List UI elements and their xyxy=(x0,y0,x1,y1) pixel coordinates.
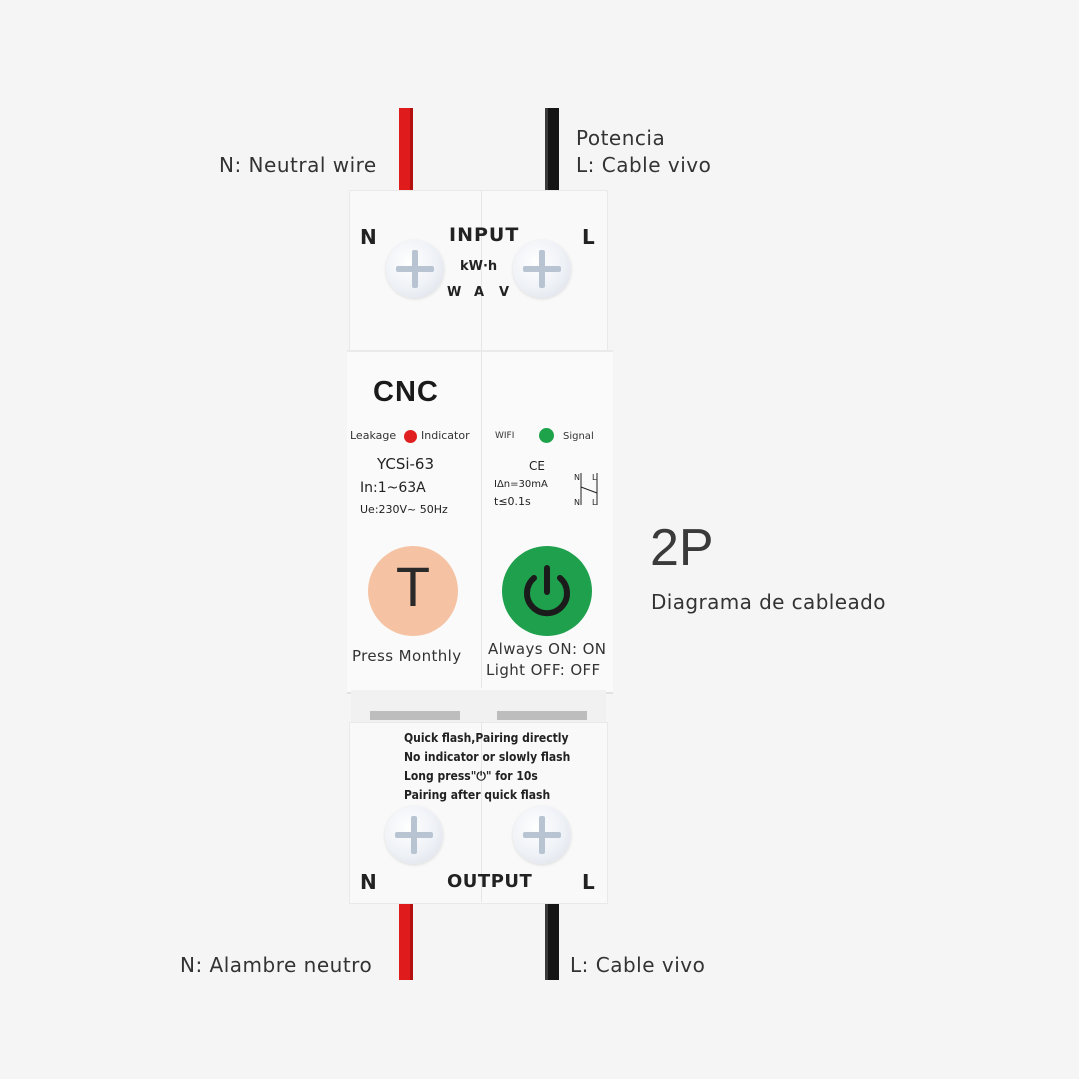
trip-time-label: t≤0.1s xyxy=(494,495,531,508)
center-seam-bottom xyxy=(481,722,482,902)
power-icon xyxy=(524,565,570,617)
input-neutral-label: N: Neutral wire xyxy=(219,153,377,177)
instruction-line-2: No indicator or slowly flash xyxy=(404,750,571,764)
svg-text:N: N xyxy=(574,498,580,507)
power-button-caption-line1: Always ON: ON xyxy=(488,640,607,658)
model-label: YCSi-63 xyxy=(377,455,435,473)
input-live-wire xyxy=(545,108,559,196)
input-live-terminal-letter: L xyxy=(582,225,595,249)
output-live-wire xyxy=(545,900,559,980)
diagram-subtitle: Diagrama de cableado xyxy=(651,590,886,614)
input-neutral-screw-icon xyxy=(386,240,444,298)
test-button[interactable]: T xyxy=(368,546,458,636)
unit-symbol-w: W xyxy=(447,285,462,300)
wifi-label: WIFI xyxy=(495,431,515,441)
test-button-symbol: T xyxy=(395,555,431,618)
energy-unit-label: kW·h xyxy=(460,259,498,274)
svg-text:L: L xyxy=(592,498,597,507)
ce-mark: CE xyxy=(529,459,545,473)
device-front-panel xyxy=(347,350,613,694)
diagram-title: 2P xyxy=(650,519,714,577)
output-neutral-screw-icon xyxy=(385,806,443,864)
input-neutral-wire xyxy=(399,108,413,196)
input-neutral-terminal-letter: N xyxy=(360,225,377,249)
input-live-label-line1: Potencia xyxy=(576,126,666,150)
test-button-caption: Press Monthly xyxy=(352,647,462,665)
output-neutral-wire xyxy=(399,900,413,980)
output-terminal-block xyxy=(349,722,608,904)
input-live-label-line2: L: Cable vivo xyxy=(576,153,712,177)
output-live-terminal-letter: L xyxy=(582,870,595,894)
brand-logo: CNC xyxy=(373,376,439,408)
wifi-indicator-light xyxy=(539,428,554,443)
leakage-indicator-light xyxy=(404,430,417,443)
left-slot xyxy=(370,711,460,720)
svg-text:N: N xyxy=(574,473,580,482)
signal-label: Signal xyxy=(563,431,594,442)
output-neutral-terminal-letter: N xyxy=(360,870,377,894)
instruction-line-4: Pairing after quick flash xyxy=(404,788,551,802)
unit-symbol-v: V xyxy=(499,285,510,300)
input-live-screw-icon xyxy=(513,240,571,298)
leakage-label-right: Indicator xyxy=(421,429,470,442)
wiring-schematic-icon: N L N L xyxy=(572,470,602,508)
svg-text:L: L xyxy=(592,473,597,482)
output-live-label: L: Cable vivo xyxy=(570,953,706,977)
power-button-caption-line2: Light OFF: OFF xyxy=(486,661,601,679)
unit-symbol-a: A xyxy=(474,285,485,300)
instruction-line-1: Quick flash,Pairing directly xyxy=(404,731,569,745)
output-live-screw-icon xyxy=(513,806,571,864)
output-neutral-label: N: Alambre neutro xyxy=(180,953,373,977)
right-slot xyxy=(497,711,587,720)
center-seam-face xyxy=(481,352,482,688)
voltage-rating-label: Ue:230V~ 50Hz xyxy=(360,503,448,516)
leakage-label-left: Leakage xyxy=(350,429,397,442)
input-block-title: INPUT xyxy=(449,224,520,246)
residual-current-label: IΔn=30mA xyxy=(494,479,548,490)
power-button[interactable] xyxy=(502,546,592,636)
center-seam-top xyxy=(481,190,482,352)
output-block-title: OUTPUT xyxy=(447,871,533,892)
current-rating-label: In:1~63A xyxy=(360,480,426,496)
instruction-line-3: Long press"⏻" for 10s xyxy=(404,769,538,783)
